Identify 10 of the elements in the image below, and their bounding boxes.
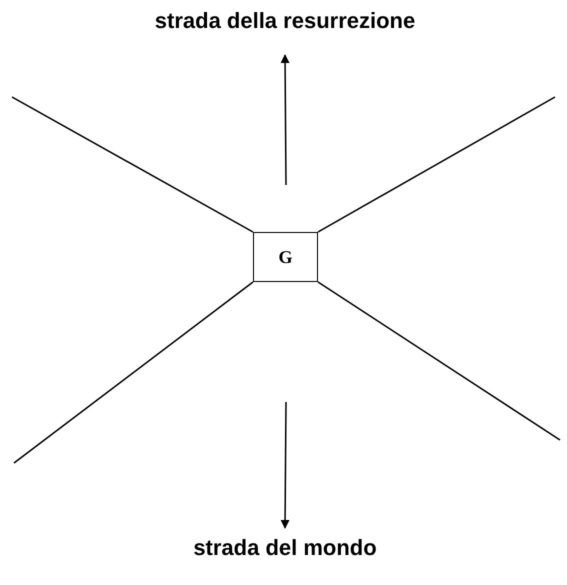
line — [12, 96, 254, 233]
line — [14, 281, 254, 464]
box-label: G — [278, 246, 292, 268]
process-box — [253, 232, 318, 282]
arrow — [280, 402, 290, 529]
road-label: strada della resurrezione — [154, 8, 416, 34]
arrow — [280, 54, 290, 185]
road-label: strada del mondo — [193, 535, 377, 561]
line — [318, 96, 556, 233]
line — [318, 281, 560, 441]
